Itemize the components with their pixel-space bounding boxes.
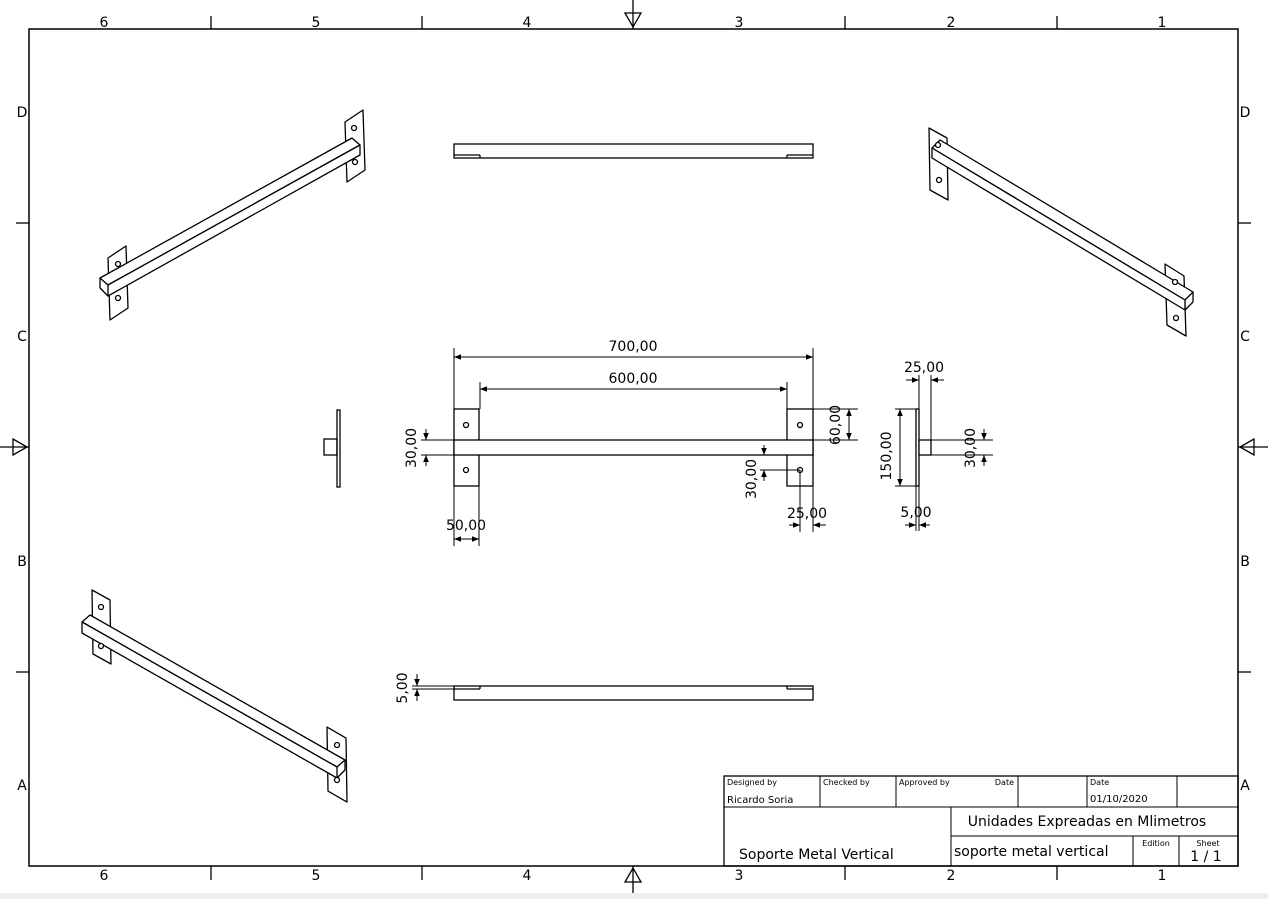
iso-view-bottom-left xyxy=(81,589,348,803)
dimension-bar-height: 30,00 xyxy=(404,428,420,468)
dimension-hole-offset-v: 30,00 xyxy=(744,459,760,499)
zone-row-label: D xyxy=(1240,105,1251,121)
dimension-plate-width: 50,00 xyxy=(446,518,486,534)
window-bottom-strip xyxy=(0,893,1268,899)
zone-row-label: A xyxy=(1240,778,1250,794)
title-block xyxy=(723,775,1239,867)
approved-by-label: Approved by xyxy=(899,778,950,787)
dimension-hole-offset-h: 25,00 xyxy=(787,506,827,522)
dimension-side-thickness: 5,00 xyxy=(900,505,931,521)
drawing-title: Soporte Metal Vertical xyxy=(739,847,894,863)
file-name: soporte metal vertical xyxy=(954,844,1108,860)
dimension-overall-length: 700,00 xyxy=(609,339,658,355)
date-label: Date xyxy=(1090,778,1109,787)
front-view xyxy=(453,408,814,487)
iso-view-top-right xyxy=(928,127,1194,337)
sheet-label: Sheet xyxy=(1196,839,1219,848)
iso-view-top-left xyxy=(99,109,366,321)
zone-row-label: B xyxy=(17,554,27,570)
designed-by-label: Designed by xyxy=(727,778,777,787)
dimension-side-bar: 30,00 xyxy=(963,428,979,468)
dimension-side-depth: 25,00 xyxy=(904,360,944,376)
zone-col-label: 5 xyxy=(312,15,321,31)
zone-row-label: C xyxy=(17,329,27,345)
zone-row-label: C xyxy=(1240,329,1250,345)
units-note: Unidades Expreadas en Mlimetros xyxy=(968,814,1206,830)
dimension-plate-height: 60,00 xyxy=(828,405,844,445)
right-side-view xyxy=(915,408,932,487)
checked-by-label: Checked by xyxy=(823,778,870,787)
dimension-inner-length: 600,00 xyxy=(609,371,658,387)
sheet-value: 1 / 1 xyxy=(1190,849,1221,865)
zone-col-label: 4 xyxy=(523,15,532,31)
bottom-view xyxy=(453,685,814,701)
zone-col-label: 2 xyxy=(947,15,956,31)
zone-col-label: 2 xyxy=(947,868,956,884)
zone-ticks xyxy=(16,16,1251,880)
date-value: 01/10/2020 xyxy=(1090,794,1148,805)
zone-col-label: 1 xyxy=(1158,15,1167,31)
top-view xyxy=(453,143,814,159)
zone-col-label: 4 xyxy=(523,868,532,884)
dimension-lines xyxy=(412,348,993,701)
zone-col-label: 6 xyxy=(100,15,109,31)
zone-col-label: 5 xyxy=(312,868,321,884)
date-label: Date xyxy=(995,778,1014,787)
zone-col-label: 6 xyxy=(100,868,109,884)
left-side-view xyxy=(323,409,341,488)
edition-label: Edition xyxy=(1142,839,1170,848)
zone-col-label: 3 xyxy=(735,15,744,31)
dimension-plate-thickness: 5,00 xyxy=(395,672,411,703)
zone-col-label: 1 xyxy=(1158,868,1167,884)
designed-by-value: Ricardo Soria xyxy=(727,795,793,806)
zone-row-label: B xyxy=(1240,554,1250,570)
dimension-side-height: 150,00 xyxy=(879,432,895,481)
zone-row-label: D xyxy=(17,105,28,121)
zone-row-label: A xyxy=(17,778,27,794)
zone-col-label: 3 xyxy=(735,868,744,884)
